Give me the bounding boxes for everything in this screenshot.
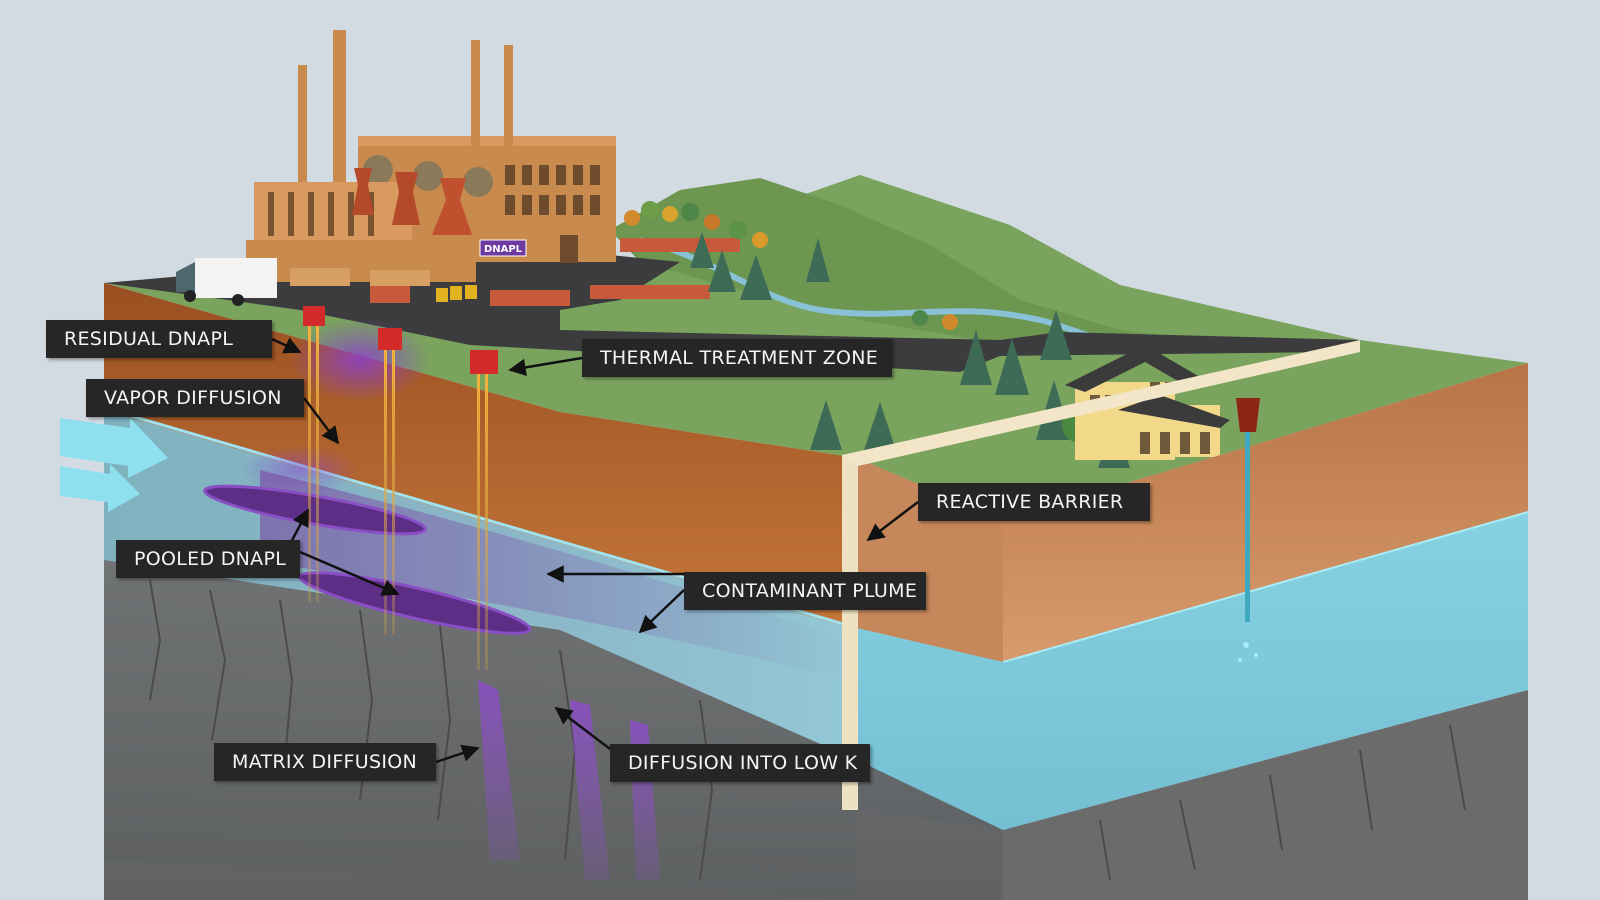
truck (176, 258, 277, 306)
factory-sign-text: DNAPL (484, 244, 523, 255)
drums (436, 285, 477, 302)
hillside (610, 178, 1240, 350)
soil-layer-side (1003, 363, 1528, 662)
crate (370, 270, 430, 286)
crate (290, 268, 350, 286)
river (639, 237, 1151, 351)
factory: DNAPL (246, 30, 616, 282)
wall-segment (490, 290, 570, 306)
thermal-well-1 (303, 306, 325, 602)
label-matrix-diffusion: MATRIX DIFFUSION (214, 743, 436, 781)
label-contaminant-plume: CONTAMINANT PLUME (684, 572, 926, 610)
groundwater-flow-arrows (60, 418, 168, 512)
label-reactive-barrier: REACTIVE BARRIER (918, 483, 1150, 521)
matrix-diffusion-streak (478, 680, 520, 860)
bedrock-side (1003, 690, 1528, 900)
barrier-top (842, 340, 1360, 466)
matrix-diffusion-streak (570, 700, 610, 880)
reactive-barrier-wall (842, 455, 858, 810)
bedrock-front (104, 560, 1003, 900)
label-pooled-dnapl: POOLED DNAPL (116, 540, 300, 578)
groundwater-side (857, 512, 1528, 830)
label-vapor-diffusion: VAPOR DIFFUSION (86, 379, 304, 417)
thermal-well-2 (378, 328, 402, 635)
label-diffusion-into-low-k: DIFFUSION INTO LOW K (610, 744, 870, 782)
domestic-well (1236, 398, 1260, 662)
thermal-well-3 (470, 350, 498, 670)
label-residual-dnapl: RESIDUAL DNAPL (46, 320, 272, 358)
wall-segment (590, 285, 710, 299)
pooled-dnapl-lower (298, 571, 532, 635)
wall-segment (370, 285, 410, 303)
wall-segment (620, 238, 740, 252)
label-thermal-treatment-zone: THERMAL TREATMENT ZONE (582, 339, 892, 377)
